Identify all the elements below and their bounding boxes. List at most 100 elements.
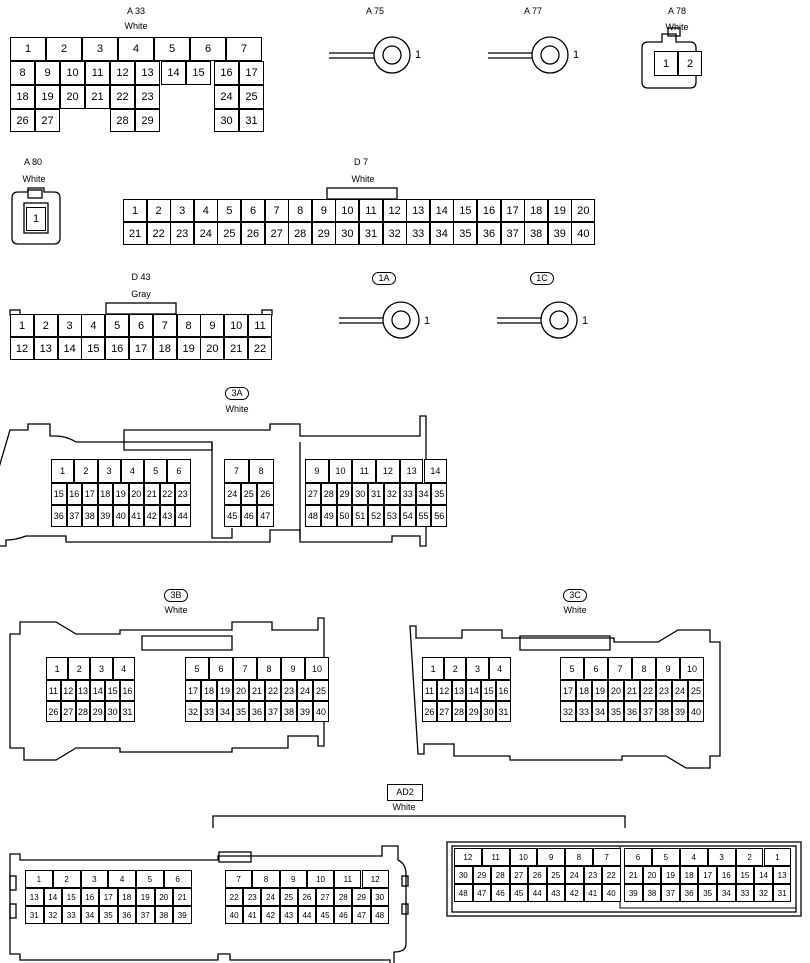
a80-code: A 80 bbox=[23, 157, 43, 167]
1c-terminal bbox=[497, 301, 578, 339]
3b-pin-13: 13 bbox=[75, 680, 91, 701]
d7-pin-15: 15 bbox=[453, 199, 478, 222]
d7-pin-1: 1 bbox=[123, 199, 147, 222]
d7-pin-21: 21 bbox=[123, 222, 147, 245]
a78-housing bbox=[641, 27, 697, 89]
ad2r-pin-11: 11 bbox=[481, 848, 510, 866]
3b-pin-29: 29 bbox=[90, 701, 106, 722]
ad2r-pin-7: 7 bbox=[592, 848, 621, 866]
ad2l-pin-43: 43 bbox=[279, 906, 298, 924]
d43-pin-4: 4 bbox=[81, 314, 106, 337]
a33-pin-30: 30 bbox=[214, 109, 239, 132]
3c-color: White bbox=[563, 605, 587, 615]
a33-pin-18: 18 bbox=[10, 85, 35, 109]
d7-pin-20: 20 bbox=[571, 199, 596, 222]
3a-pin-40: 40 bbox=[113, 505, 129, 527]
a33-pin-25: 25 bbox=[239, 85, 264, 109]
a80-color: White bbox=[22, 174, 46, 184]
3a-pin-30: 30 bbox=[352, 483, 369, 505]
d43-pin-20: 20 bbox=[200, 337, 225, 360]
3a-pin-33: 33 bbox=[399, 483, 416, 505]
3c-pin-4: 4 bbox=[488, 657, 511, 680]
ad2r-pin-32: 32 bbox=[754, 884, 773, 902]
ad2r-pin-9: 9 bbox=[537, 848, 565, 866]
3a-pin-52: 52 bbox=[368, 505, 384, 527]
3a-pin-17: 17 bbox=[82, 483, 98, 505]
3a-pin-8: 8 bbox=[248, 459, 274, 483]
a33-pin-28: 28 bbox=[110, 109, 135, 132]
ad2l-pin-5: 5 bbox=[136, 870, 164, 888]
3a-pin-28: 28 bbox=[320, 483, 337, 505]
d43-pin-9: 9 bbox=[200, 314, 225, 337]
ad2r-pin-42: 42 bbox=[565, 884, 584, 902]
3a-pin-38: 38 bbox=[82, 505, 98, 527]
3b-pin-18: 18 bbox=[201, 680, 217, 701]
3c-housing bbox=[409, 625, 721, 769]
3b-pin-32: 32 bbox=[185, 701, 201, 722]
ad2r-pin-12: 12 bbox=[454, 848, 482, 866]
d7-pin-26: 26 bbox=[241, 222, 265, 245]
3b-pin-37: 37 bbox=[265, 701, 281, 722]
3a-pin-46: 46 bbox=[240, 505, 257, 527]
ad2r-pin-45: 45 bbox=[509, 884, 528, 902]
3c-pin-33: 33 bbox=[576, 701, 592, 722]
ad2r-pin-6: 6 bbox=[624, 848, 652, 866]
a78-code: A 78 bbox=[667, 6, 687, 16]
ad2r-pin-41: 41 bbox=[583, 884, 602, 902]
3c-pin-24: 24 bbox=[672, 680, 688, 701]
a33-pin-23: 23 bbox=[135, 85, 160, 109]
ad2l-pin-40: 40 bbox=[225, 906, 244, 924]
d7-pin-27: 27 bbox=[264, 222, 289, 245]
3a-color: White bbox=[225, 404, 249, 414]
ad2l-pin-17: 17 bbox=[99, 888, 118, 906]
d7-pin-40: 40 bbox=[571, 222, 596, 245]
ad2r-pin-26: 26 bbox=[528, 866, 547, 884]
d43-pin-2: 2 bbox=[33, 314, 58, 337]
ad2l-pin-11: 11 bbox=[334, 870, 362, 888]
ad2-bracket bbox=[212, 815, 626, 828]
d7-pin-25: 25 bbox=[217, 222, 242, 245]
ad2r-pin-31: 31 bbox=[772, 884, 792, 902]
a33-pin-4: 4 bbox=[118, 37, 154, 61]
a33-pin-27: 27 bbox=[35, 109, 60, 132]
3a-pin-5: 5 bbox=[144, 459, 168, 483]
3b-pin-25: 25 bbox=[313, 680, 329, 701]
ad2-code: AD2 bbox=[387, 784, 423, 801]
3a-pin-24: 24 bbox=[224, 483, 241, 505]
3b-pin-39: 39 bbox=[297, 701, 313, 722]
ad2l-pin-4: 4 bbox=[108, 870, 136, 888]
3a-pin-29: 29 bbox=[336, 483, 353, 505]
ad2r-pin-34: 34 bbox=[717, 884, 736, 902]
ad2r-pin-44: 44 bbox=[528, 884, 547, 902]
d7-pin-11: 11 bbox=[359, 199, 383, 222]
3a-pin-34: 34 bbox=[415, 483, 432, 505]
3b-pin-38: 38 bbox=[281, 701, 297, 722]
3a-pin-43: 43 bbox=[159, 505, 175, 527]
d43-pin-16: 16 bbox=[105, 337, 130, 360]
d43-pin-12: 12 bbox=[10, 337, 34, 360]
d43-pin-6: 6 bbox=[129, 314, 153, 337]
a33-pin-20: 20 bbox=[60, 85, 85, 109]
a33-pin-5: 5 bbox=[154, 37, 190, 61]
3b-color: White bbox=[164, 605, 188, 615]
d7-pin-37: 37 bbox=[500, 222, 525, 245]
a75-terminal bbox=[329, 36, 411, 74]
ad2r-pin-25: 25 bbox=[546, 866, 565, 884]
ad2l-pin-15: 15 bbox=[62, 888, 81, 906]
d43-pin-7: 7 bbox=[152, 314, 177, 337]
3c-pin-2: 2 bbox=[444, 657, 467, 680]
3b-pin-12: 12 bbox=[60, 680, 76, 701]
ad2l-pin-14: 14 bbox=[43, 888, 62, 906]
1c-code: 1C bbox=[530, 272, 554, 285]
3a-pin-45: 45 bbox=[224, 505, 241, 527]
3c-pin-16: 16 bbox=[496, 680, 511, 701]
a33-pin-3: 3 bbox=[82, 37, 118, 61]
ad2r-pin-15: 15 bbox=[735, 866, 755, 884]
d43-color: Gray bbox=[131, 289, 151, 299]
1c-pin: 1 bbox=[582, 315, 589, 327]
ad2r-pin-33: 33 bbox=[735, 884, 755, 902]
3b-pin-21: 21 bbox=[249, 680, 265, 701]
a33-code: A 33 bbox=[126, 6, 146, 16]
d7-pin-6: 6 bbox=[241, 199, 265, 222]
d43-pin-19: 19 bbox=[176, 337, 201, 360]
